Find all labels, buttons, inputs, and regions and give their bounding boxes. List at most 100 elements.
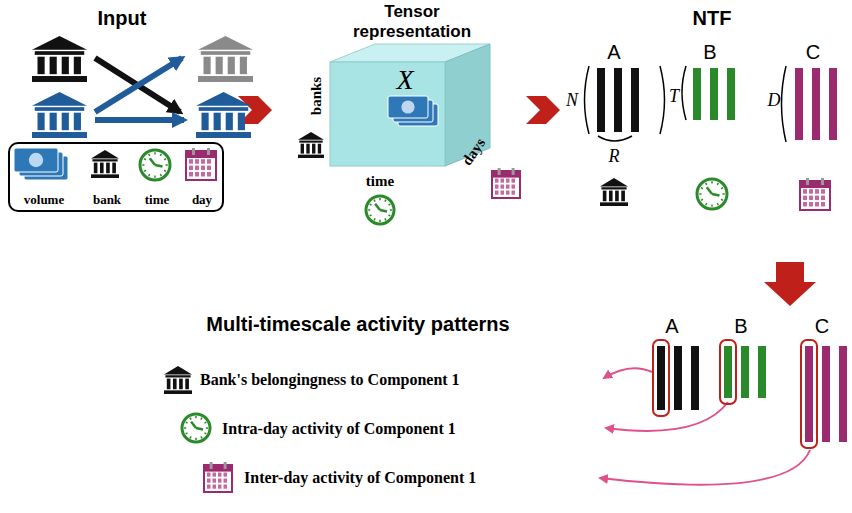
bank-icon	[601, 187, 626, 189]
bank-icon	[164, 366, 192, 374]
dimension-label: D	[768, 90, 781, 111]
bank-icon	[32, 36, 87, 50]
bank-icon	[164, 390, 192, 394]
clock-icon	[380, 210, 387, 211]
clock-icon	[144, 159, 146, 160]
calendar-icon	[189, 159, 193, 163]
calendar-icon	[224, 462, 227, 469]
clock-icon	[195, 438, 197, 440]
money-icon	[388, 96, 428, 118]
bank-icon	[74, 113, 81, 130]
bank-icon	[38, 57, 45, 74]
money-icon	[14, 148, 58, 172]
dimension-label: R	[609, 146, 620, 167]
clock-icon	[721, 188, 723, 189]
bank-icon	[202, 113, 209, 130]
clock-icon	[717, 183, 718, 185]
bank-icon	[32, 92, 87, 106]
calendar-icon	[815, 196, 819, 200]
clock-icon	[379, 198, 381, 200]
factor-column	[691, 346, 699, 410]
pattern-description: Inter-day activity of Component 1	[244, 469, 476, 487]
clock-icon	[204, 433, 206, 434]
bank-icon	[100, 163, 104, 174]
calendar-icon	[213, 473, 217, 477]
clock-icon	[140, 150, 170, 180]
calendar-icon	[207, 172, 211, 176]
bank-icon	[603, 191, 607, 202]
calendar-icon	[189, 172, 193, 176]
clock-icon	[706, 183, 707, 185]
calendar-icon	[207, 479, 211, 483]
calendar-icon	[201, 172, 205, 176]
calendar-icon	[512, 179, 516, 183]
bank-icon	[179, 379, 183, 390]
bank-icon	[112, 163, 116, 174]
calendar-icon	[207, 485, 211, 489]
clock-icon	[370, 204, 372, 205]
calendar-icon	[210, 462, 213, 469]
clock-icon	[154, 152, 156, 154]
bank-icon	[306, 144, 309, 154]
bank-icon	[196, 92, 251, 106]
factor-column	[631, 68, 639, 132]
bank-icon	[312, 144, 315, 154]
bank-icon	[91, 150, 119, 158]
bank-icon	[299, 141, 322, 143]
highlight-outline	[801, 340, 817, 448]
clock-icon	[701, 199, 703, 200]
calendar-icon	[815, 202, 819, 206]
clock-icon	[160, 154, 161, 156]
calendar-icon	[501, 179, 505, 183]
factor-column	[597, 68, 605, 132]
bank-icon	[167, 379, 171, 390]
calendar-icon	[501, 191, 505, 195]
calendar-icon	[821, 178, 824, 185]
clock-icon	[182, 414, 210, 442]
calendar-icon	[207, 159, 211, 163]
tensor-cube-front	[330, 62, 445, 166]
legend-text: volume	[24, 192, 64, 208]
bank-icon	[238, 113, 245, 130]
factor-column	[839, 346, 847, 442]
calendar-icon	[195, 172, 199, 176]
factor-column	[614, 68, 622, 132]
pattern-description: Intra-day activity of Component 1	[222, 420, 456, 438]
bank-icon	[615, 191, 619, 202]
bank-icon	[185, 379, 189, 390]
clock-icon	[190, 436, 191, 438]
calendar-icon	[195, 166, 199, 170]
clock-icon	[164, 170, 166, 171]
factor-column	[795, 68, 803, 140]
calendar-icon	[204, 465, 232, 472]
clock-icon	[374, 218, 375, 220]
highlight-outline	[720, 340, 736, 404]
clock-icon	[155, 165, 163, 167]
bank-icon	[198, 36, 253, 50]
clock-icon	[366, 196, 394, 224]
calendar-icon	[800, 181, 830, 188]
bank-icon	[62, 113, 69, 130]
section-title: NTF	[693, 7, 732, 30]
bank-icon	[600, 202, 628, 206]
calendar-icon	[207, 473, 211, 477]
bank-icon	[91, 174, 119, 178]
factor-column	[674, 346, 682, 410]
calendar-icon	[201, 159, 205, 163]
bank-icon	[50, 113, 57, 130]
factor-column	[710, 68, 718, 120]
clock-icon	[184, 427, 186, 429]
calendar-icon	[204, 465, 232, 492]
bank-icon	[609, 191, 613, 202]
bank-icon	[32, 76, 87, 82]
clock-icon	[712, 194, 720, 196]
calendar-icon	[495, 179, 499, 183]
clock-icon	[164, 159, 166, 160]
transfer-arrow	[95, 58, 182, 112]
money-icon	[401, 100, 414, 113]
legend-text: day	[192, 192, 212, 208]
bank-icon	[196, 132, 251, 138]
calendar-icon	[213, 479, 217, 483]
calendar-icon	[512, 191, 516, 195]
factor-column	[693, 68, 701, 120]
